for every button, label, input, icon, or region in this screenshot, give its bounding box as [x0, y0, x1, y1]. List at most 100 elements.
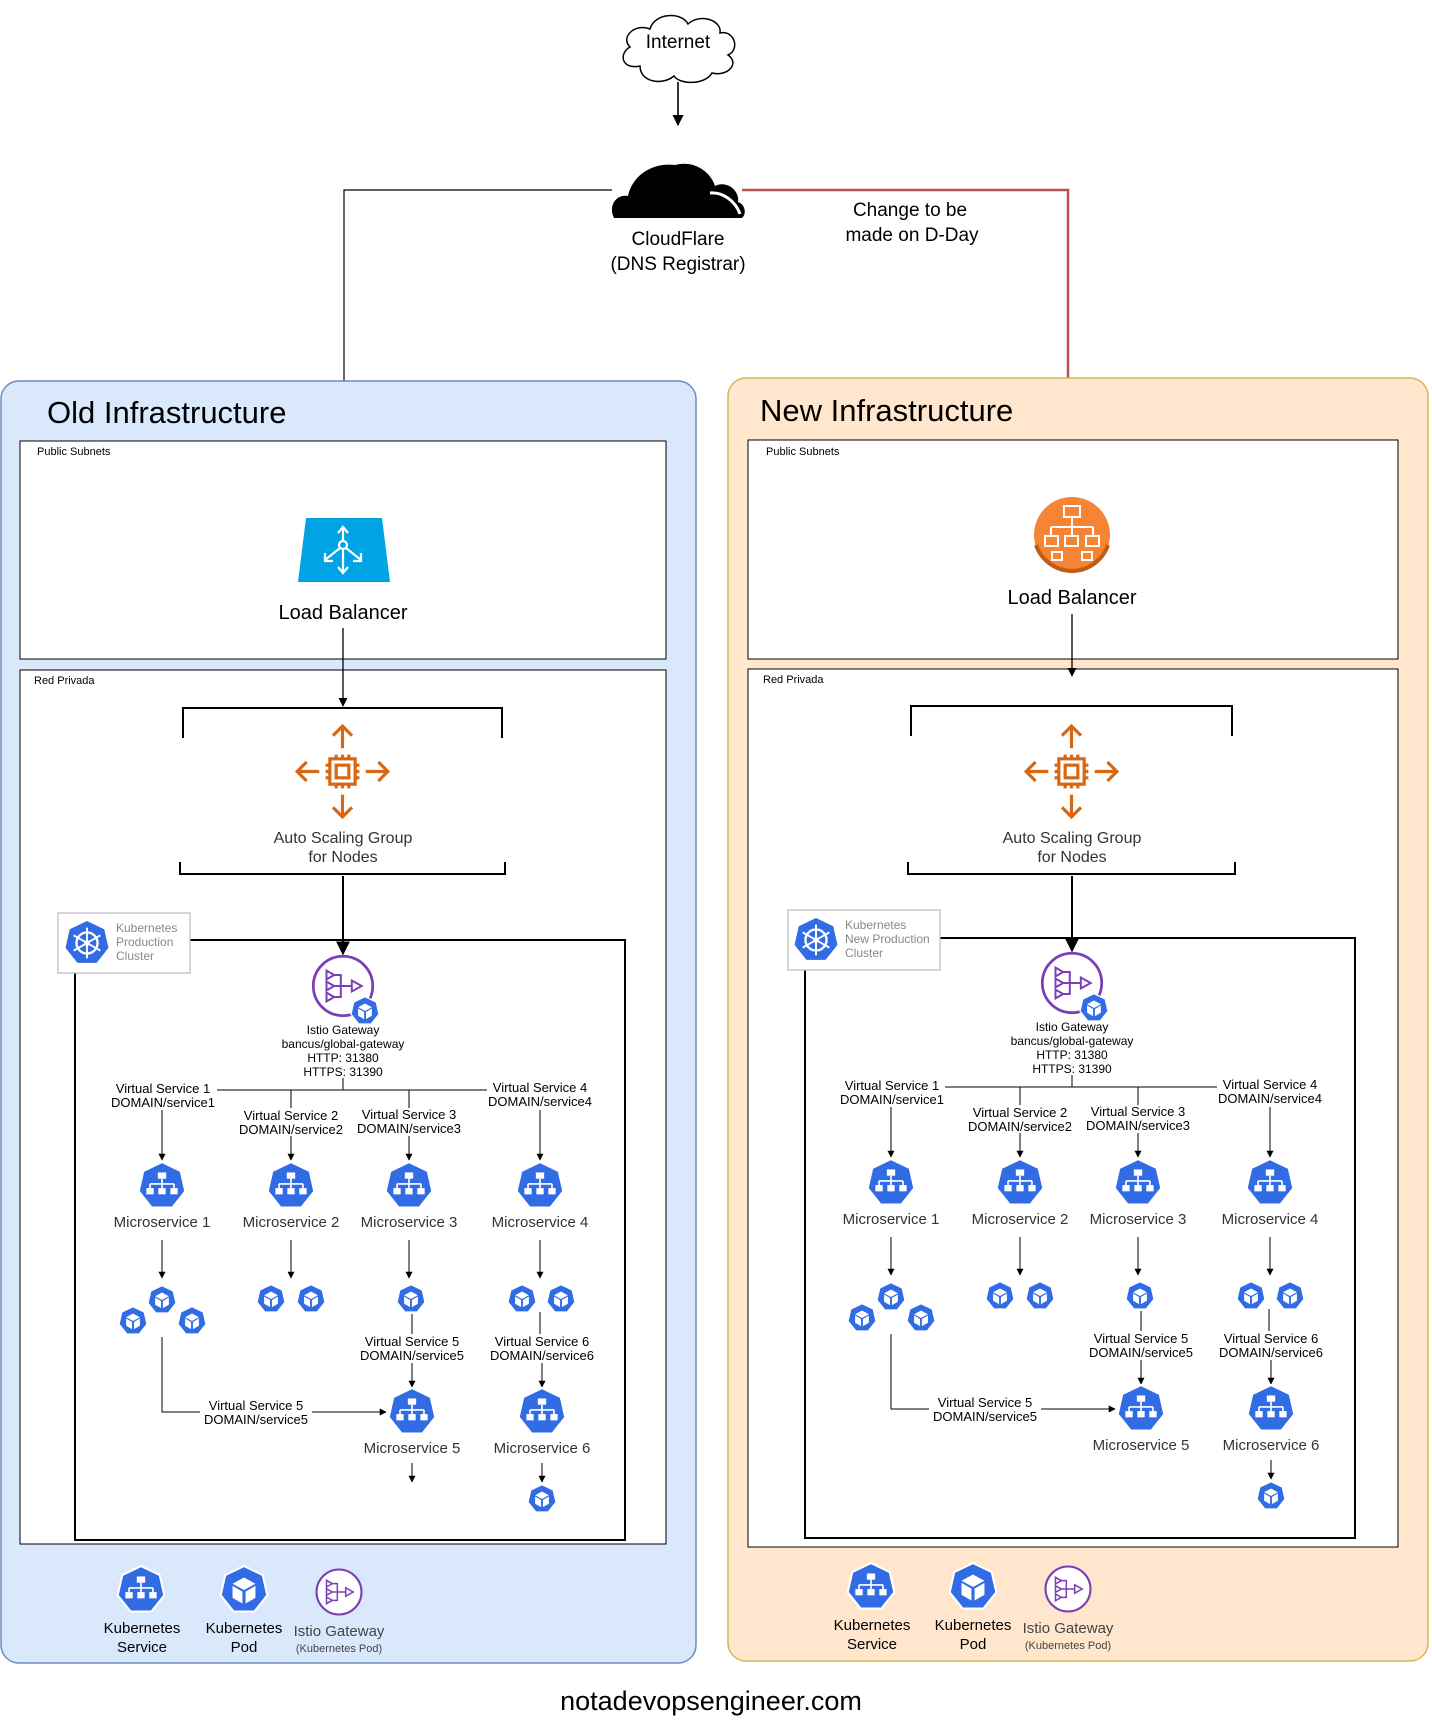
old-ms4-label: Microservice 4: [492, 1214, 589, 1231]
new-vs3-line1: Virtual Service 3: [1091, 1104, 1185, 1119]
new-vs6-line2: DOMAIN/service6: [1219, 1345, 1323, 1360]
new-ms1-pod-b: [847, 1303, 877, 1332]
old-gateway-line2: bancus/global-gateway: [282, 1037, 405, 1051]
old-ms1-pod-a: [147, 1285, 177, 1314]
old-gateway-line4: HTTPS: 31390: [303, 1065, 383, 1079]
change-note-line2: made on D-Day: [845, 225, 979, 246]
new-ms1-label: Microservice 1: [843, 1211, 940, 1228]
old-infra-title: Old Infrastructure: [47, 395, 286, 430]
old-ms2-pod-b: [296, 1284, 326, 1313]
new-vs5a-line1: Virtual Service 5: [1094, 1331, 1188, 1346]
new-ms1-pod-c: [906, 1303, 936, 1332]
legend-old-service-line2: Service: [117, 1639, 167, 1656]
old-vs2-line1: Virtual Service 2: [244, 1108, 338, 1123]
legend-old-pod-line2: Pod: [231, 1639, 258, 1656]
old-gateway-pod-icon: [350, 996, 380, 1025]
new-public-subnets-label: Public Subnets: [766, 446, 840, 458]
old-vs5b-line2: DOMAIN/service5: [204, 1412, 308, 1427]
new-infra-title: New Infrastructure: [760, 393, 1013, 428]
new-ms1-pod-a: [876, 1282, 906, 1311]
legend-new-service-line1: Kubernetes: [834, 1617, 911, 1634]
new-red-privada-label: Red Privada: [763, 674, 824, 686]
old-cluster-line2: Production: [116, 935, 173, 949]
old-vs4-line1: Virtual Service 4: [493, 1080, 587, 1095]
old-ms1-pod-b: [118, 1306, 148, 1335]
new-ms2-pod-b: [1025, 1281, 1055, 1310]
old-ms5-label: Microservice 5: [364, 1440, 461, 1457]
old-red-privada-label: Red Privada: [34, 675, 95, 687]
footer-site-url: notadevopsengineer.com: [560, 1686, 862, 1716]
new-vs1-line1: Virtual Service 1: [845, 1078, 939, 1093]
legend-new-istio-line2: (Kubernetes Pod): [1025, 1640, 1111, 1652]
old-vs6-line2: DOMAIN/service6: [490, 1348, 594, 1363]
new-gateway-line2: bancus/global-gateway: [1011, 1034, 1134, 1048]
new-vs4-line2: DOMAIN/service4: [1218, 1091, 1322, 1106]
new-ms4-icon: [1245, 1158, 1295, 1206]
new-ms3-icon: [1113, 1158, 1163, 1206]
internet-cloud: Internet: [622, 14, 736, 84]
cloudflare-label: CloudFlare: [632, 229, 725, 250]
new-vs1-line2: DOMAIN/service1: [840, 1092, 944, 1107]
legend-new-pod-icon: [948, 1562, 998, 1610]
old-vs1-line2: DOMAIN/service1: [111, 1095, 215, 1110]
new-ms3-pod-a: [1125, 1281, 1155, 1310]
old-asg-label: Auto Scaling Group: [274, 830, 413, 847]
old-ms5-icon: [387, 1387, 437, 1435]
old-gateway-line3: HTTP: 31380: [307, 1051, 379, 1065]
old-lb-label: Load Balancer: [279, 602, 408, 624]
legend-old-istio-line2: (Kubernetes Pod): [296, 1643, 382, 1655]
old-infrastructure: Old Infrastructure Public Subnets Load B…: [0, 380, 697, 1664]
old-ms6-icon: [517, 1387, 567, 1435]
legend-old-service-line1: Kubernetes: [104, 1620, 181, 1637]
new-vs5b-line1: Virtual Service 5: [938, 1395, 1032, 1410]
old-ms1-pod-c: [177, 1306, 207, 1335]
new-ms4-pod-a: [1236, 1281, 1266, 1310]
old-gateway-line1: Istio Gateway: [307, 1023, 380, 1037]
legend-new-pod-line2: Pod: [960, 1636, 987, 1653]
legend-old-service-icon: [116, 1565, 166, 1613]
new-vs2-line1: Virtual Service 2: [973, 1105, 1067, 1120]
new-cluster-line1: Kubernetes: [845, 918, 906, 932]
new-asg-bracket-top: [910, 705, 1233, 736]
old-vs6-line1: Virtual Service 6: [495, 1334, 589, 1349]
old-ms3-label: Microservice 3: [361, 1214, 458, 1231]
new-ms1-icon: [866, 1158, 916, 1206]
old-vs3-line1: Virtual Service 3: [362, 1107, 456, 1122]
new-lb-label: Load Balancer: [1008, 587, 1137, 609]
new-ms2-label: Microservice 2: [972, 1211, 1069, 1228]
new-vs4-line1: Virtual Service 4: [1223, 1077, 1317, 1092]
old-k8s-cluster: [74, 939, 626, 1541]
old-asg-bracket-top: [182, 707, 503, 738]
legend-old-istio-icon: [315, 1568, 363, 1616]
old-public-subnets-label: Public Subnets: [37, 446, 111, 458]
new-vs3-line2: DOMAIN/service3: [1086, 1118, 1190, 1133]
new-ms6-label: Microservice 6: [1223, 1437, 1320, 1454]
new-asg-bracket-bottom: [907, 862, 1236, 875]
new-vs5b-line2: DOMAIN/service5: [933, 1409, 1037, 1424]
new-asg-label: Auto Scaling Group: [1003, 830, 1142, 847]
old-vs2-line2: DOMAIN/service2: [239, 1122, 343, 1137]
legend-new-service-line2: Service: [847, 1636, 897, 1653]
old-vs5a-line2: DOMAIN/service5: [360, 1348, 464, 1363]
old-ms2-pod-a: [256, 1284, 286, 1313]
cloudflare-node: CloudFlare (DNS Registrar): [610, 163, 746, 275]
new-gateway-pod-icon: [1079, 993, 1109, 1022]
new-load-balancer: Load Balancer: [1008, 497, 1137, 609]
old-asg-sublabel: for Nodes: [308, 849, 377, 866]
new-gateway-line4: HTTPS: 31390: [1032, 1062, 1112, 1076]
new-vs6-line1: Virtual Service 6: [1224, 1331, 1318, 1346]
legend-new-istio-icon: [1044, 1565, 1092, 1613]
new-ms4-pod-b: [1275, 1281, 1305, 1310]
old-ms6-pod-a: [527, 1484, 557, 1513]
new-cluster-line3: Cluster: [845, 946, 883, 960]
legend-new-pod-line1: Kubernetes: [935, 1617, 1012, 1634]
old-ms4-pod-b: [546, 1284, 576, 1313]
old-vs5b-line1: Virtual Service 5: [209, 1398, 303, 1413]
legend-old-pod-icon: [219, 1565, 269, 1613]
old-load-balancer: Load Balancer: [279, 518, 408, 624]
new-gateway-line1: Istio Gateway: [1036, 1020, 1109, 1034]
new-ms2-pod-a: [985, 1281, 1015, 1310]
new-ms5-icon: [1116, 1384, 1166, 1432]
new-ms6-icon: [1246, 1384, 1296, 1432]
